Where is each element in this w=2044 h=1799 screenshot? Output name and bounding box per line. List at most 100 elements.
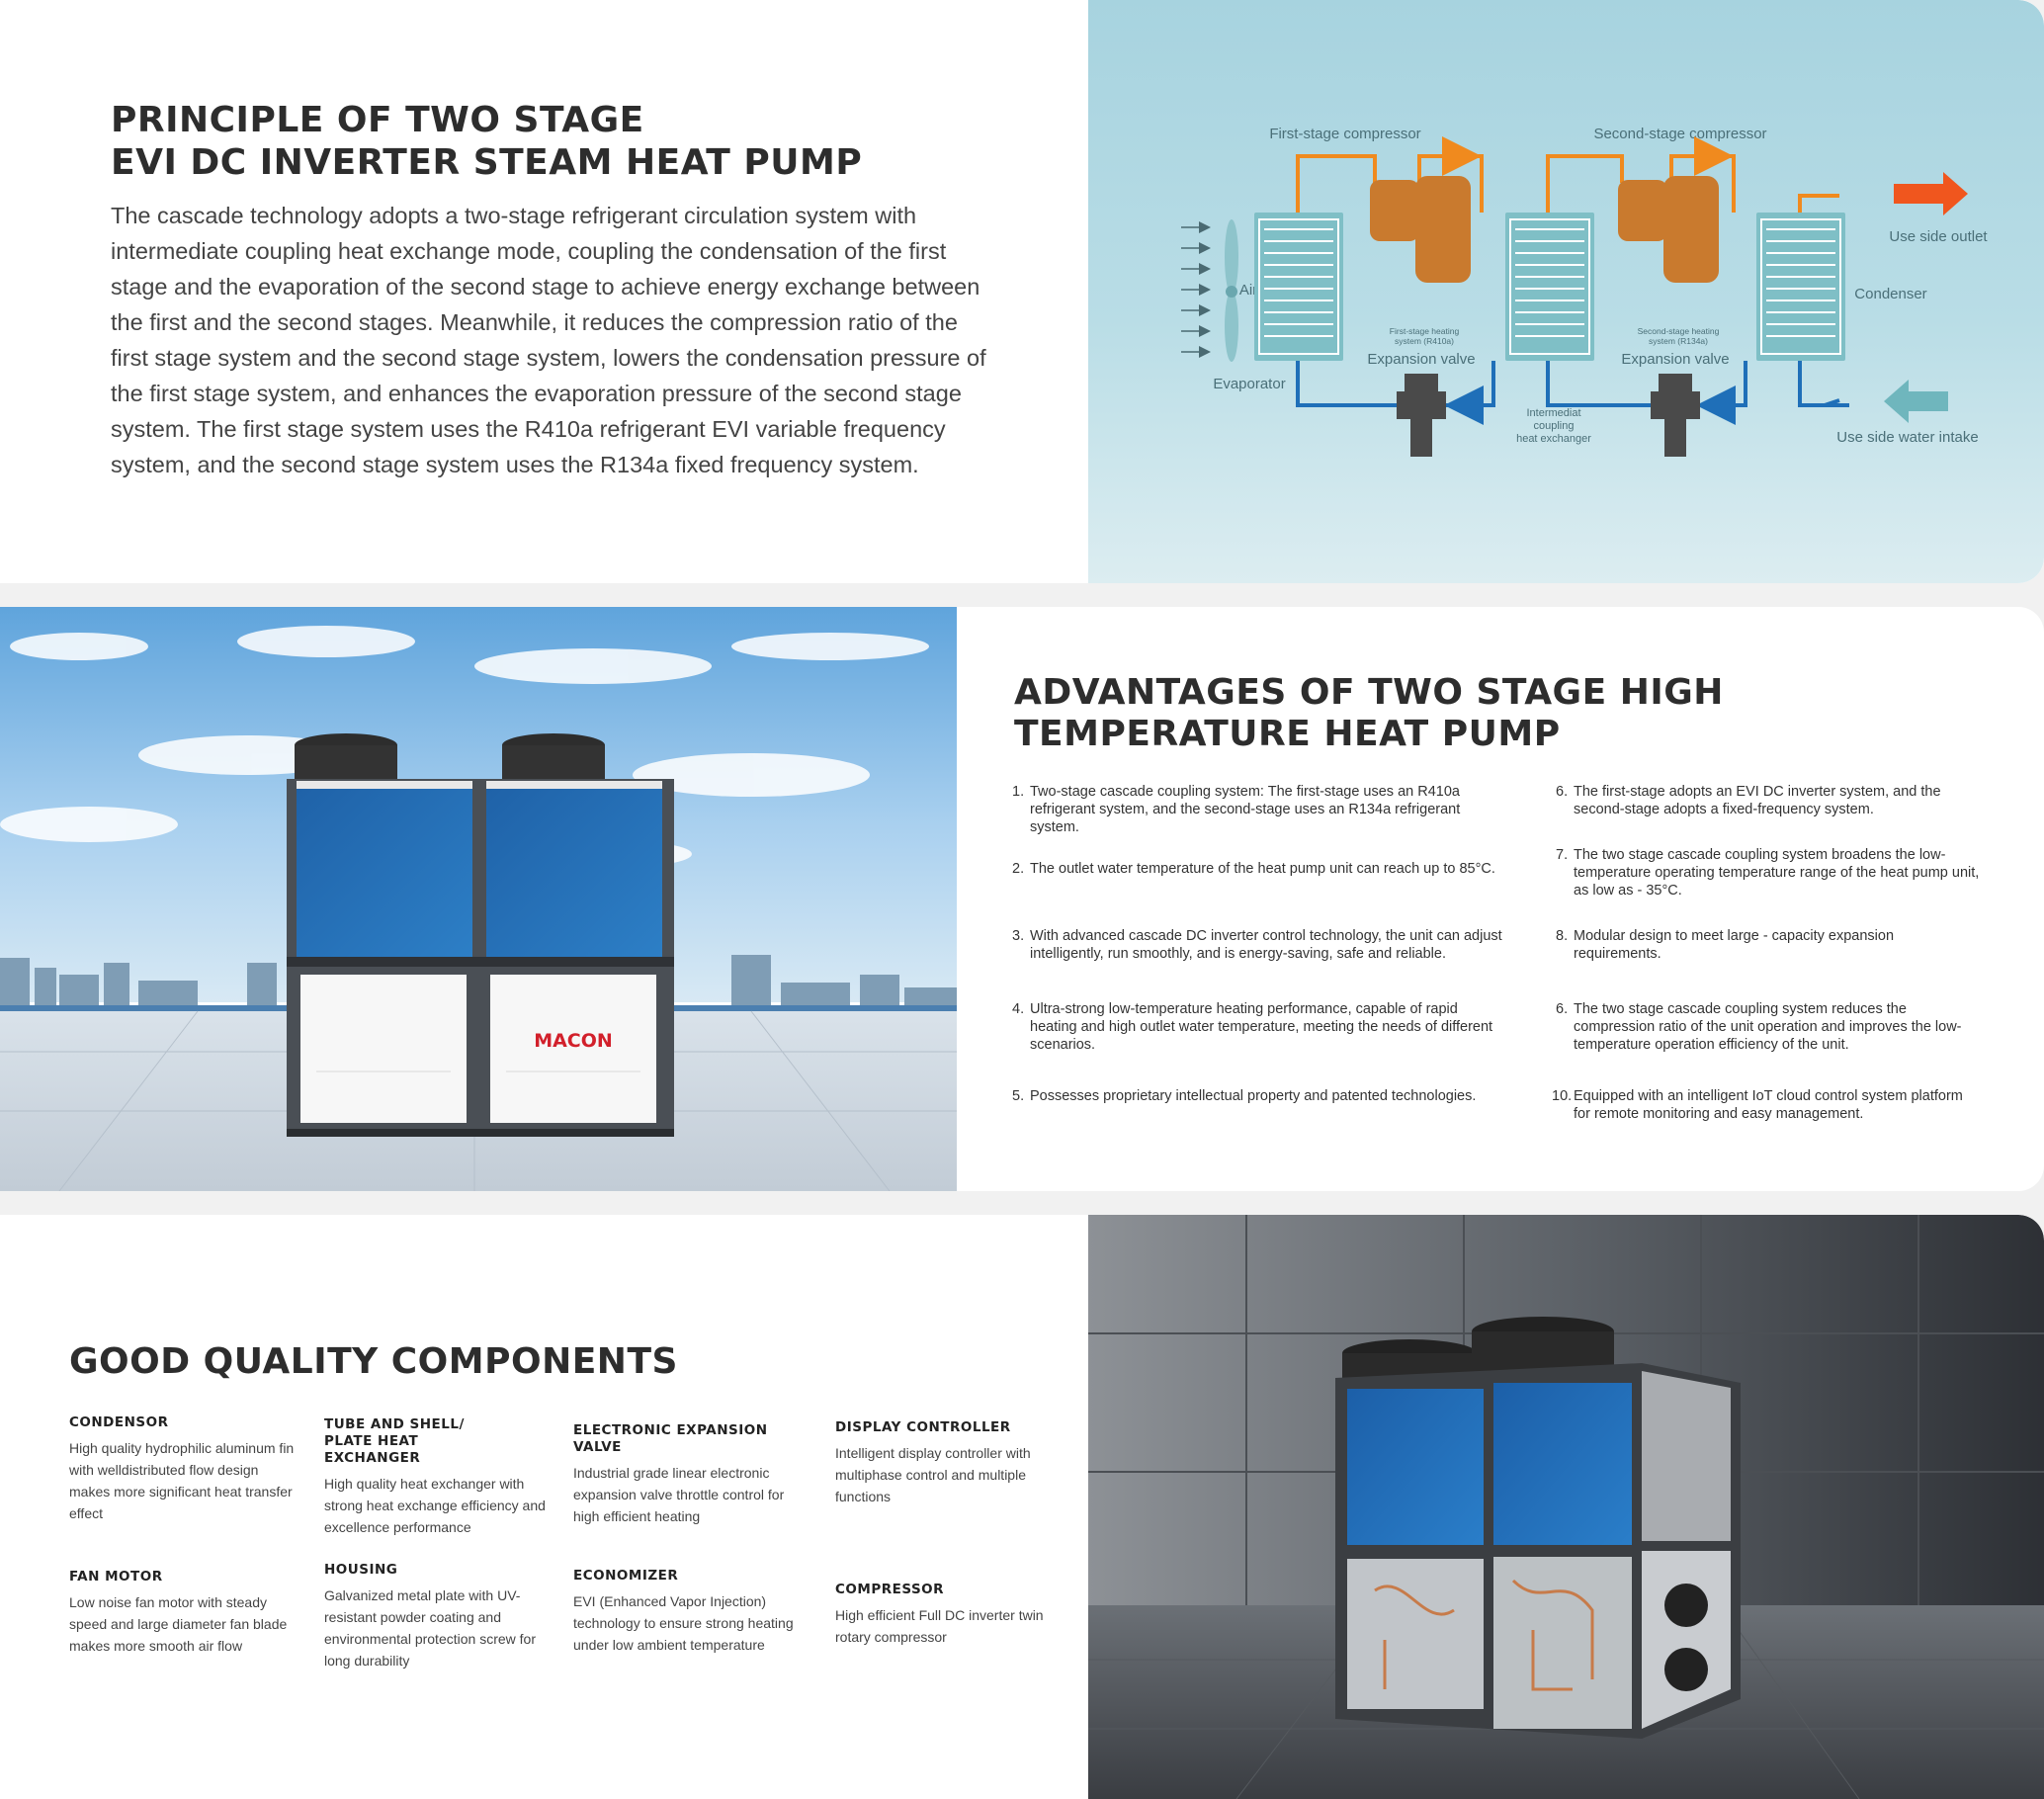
- advantage-item: 6. The first-stage adopts an EVI DC inve…: [1556, 783, 1981, 818]
- advantage-item: 5. Possesses proprietary intellectual pr…: [1012, 1087, 1526, 1105]
- component-condensor: CONDENSOR High quality hydrophilic alumi…: [69, 1414, 301, 1524]
- component-text: Galvanized metal plate with UV-resistant…: [324, 1587, 536, 1669]
- evaporator-label: Evaporator: [1213, 376, 1285, 392]
- expansion-valve-2-icon: [1651, 374, 1700, 457]
- cascade-diagram-svg: First-stage compressor Second-stage comp…: [1181, 126, 1988, 457]
- principle-description: The cascade technology adopts a two-stag…: [111, 203, 986, 477]
- component-heading: ECONOMIZER: [573, 1568, 679, 1584]
- advantage-text: Modular design to meet large - capacity …: [1574, 928, 1895, 962]
- principle-title-line2: EVI DC INVERTER STEAM HEAT PUMP: [111, 142, 863, 183]
- component-heading: ELECTRONIC EXPANSION VALVE: [573, 1422, 768, 1455]
- intermediate-coil: [1505, 213, 1594, 361]
- advantages-title-line2: TEMPERATURE HEAT PUMP: [1014, 714, 1561, 754]
- advantage-number: 6.: [1556, 1001, 1569, 1017]
- component-display-controller: DISPLAY CONTROLLER Intelligent display c…: [835, 1419, 1067, 1507]
- rooftop-photo-svg: MACON: [0, 607, 957, 1191]
- advantage-text: With advanced cascade DC inverter contro…: [1030, 928, 1502, 962]
- principle-section: PRINCIPLE OF TWO STAGE EVI DC INVERTER S…: [0, 0, 2044, 583]
- air-arrows: [1181, 221, 1211, 358]
- macon-logo: MACON: [534, 1030, 613, 1052]
- cold-pipes: [1296, 361, 1849, 407]
- cascade-diagram: First-stage compressor Second-stage comp…: [1088, 0, 2044, 583]
- first-compressor-icon: [1370, 176, 1471, 283]
- component-expansion-valve: ELECTRONIC EXPANSION VALVE Industrial gr…: [573, 1422, 806, 1527]
- component-text: EVI (Enhanced Vapor Injection) technolog…: [573, 1593, 794, 1653]
- clouds: [0, 626, 929, 868]
- component-text: Low noise fan motor with steady speed an…: [69, 1594, 288, 1654]
- component-text: High quality hydrophilic aluminum fin wi…: [69, 1440, 295, 1521]
- hot-pipes: [1296, 136, 1839, 213]
- intermediate-label-1: Intermediat: [1526, 407, 1580, 419]
- heat-pump-unit-open-illustration: [1335, 1317, 1741, 1739]
- advantage-item: 8. Modular design to meet large - capaci…: [1556, 927, 1981, 963]
- advantage-text: The outlet water temperature of the heat…: [1030, 861, 1495, 877]
- component-fan-motor: FAN MOTOR Low noise fan motor with stead…: [69, 1569, 301, 1657]
- copper-pipes: [1374, 1579, 1594, 1691]
- advantage-text: Two-stage cascade coupling system: The f…: [1030, 784, 1461, 835]
- advantage-number: 10.: [1552, 1088, 1573, 1104]
- outlet-arrow-icon: [1894, 172, 1968, 215]
- component-economizer: ECONOMIZER EVI (Enhanced Vapor Injection…: [573, 1568, 806, 1656]
- advantage-text: Possesses proprietary intellectual prope…: [1030, 1088, 1477, 1104]
- use-side-outlet-label: Use side outlet: [1889, 228, 1988, 245]
- advantages-title-line1: ADVANTAGES OF TWO STAGE HIGH: [1014, 672, 1724, 713]
- advantage-number: 2.: [1012, 861, 1025, 877]
- condenser-coil: [1756, 213, 1845, 361]
- use-side-intake-label: Use side water intake: [1836, 429, 1978, 446]
- intermediate-label-3: heat exchanger: [1516, 433, 1591, 445]
- expansion-valve-1-icon: [1397, 374, 1446, 457]
- principle-title: PRINCIPLE OF TWO STAGE EVI DC INVERTER S…: [111, 99, 862, 184]
- advantage-number: 7.: [1556, 847, 1569, 863]
- components-title: GOOD QUALITY COMPONENTS: [69, 1341, 678, 1382]
- evaporator-coil: [1254, 213, 1343, 361]
- advantage-number: 3.: [1012, 928, 1025, 944]
- advantage-item: 7. The two stage cascade coupling system…: [1556, 846, 1981, 900]
- fan-icon: [1225, 219, 1238, 362]
- advantage-number: 4.: [1012, 1001, 1025, 1017]
- second-compressor-label: Second-stage compressor: [1593, 126, 1766, 142]
- advantage-item: 6. The two stage cascade coupling system…: [1556, 1000, 1981, 1054]
- air-label: Air: [1239, 282, 1257, 299]
- advantage-text: Equipped with an intelligent IoT cloud c…: [1574, 1088, 1963, 1122]
- heat-pump-unit-illustration: [287, 733, 674, 1137]
- advantages-title: ADVANTAGES OF TWO STAGE HIGH TEMPERATURE…: [1014, 672, 1724, 755]
- component-housing: HOUSING Galvanized metal plate with UV-r…: [324, 1562, 556, 1671]
- advantage-number: 5.: [1012, 1088, 1025, 1104]
- advantage-number: 8.: [1556, 928, 1569, 944]
- advantage-text: The first-stage adopts an EVI DC inverte…: [1574, 784, 1941, 817]
- interior-product-photo: [1088, 1215, 2044, 1799]
- advantage-text: The two stage cascade coupling system br…: [1574, 847, 1980, 899]
- component-heading: DISPLAY CONTROLLER: [835, 1419, 1011, 1435]
- component-text: High quality heat exchanger with strong …: [324, 1476, 546, 1535]
- interior-photo-svg: [1088, 1215, 2044, 1799]
- second-compressor-icon: [1618, 176, 1719, 283]
- first-system-label-2: system (R410a): [1395, 336, 1454, 346]
- intermediate-label-2: coupling: [1534, 420, 1575, 432]
- advantage-item: 3. With advanced cascade DC inverter con…: [1012, 927, 1506, 963]
- advantage-item: 2. The outlet water temperature of the h…: [1012, 860, 1506, 878]
- second-system-label-2: system (R134a): [1649, 336, 1708, 346]
- components-section: GOOD QUALITY COMPONENTS CONDENSOR High q…: [0, 1215, 2044, 1799]
- advantage-item: 1. Two-stage cascade coupling system: Th…: [1012, 783, 1506, 836]
- advantage-number: 1.: [1012, 784, 1025, 800]
- advantage-item: 4. Ultra-strong low-temperature heating …: [1012, 1000, 1506, 1054]
- advantage-text: The two stage cascade coupling system re…: [1574, 1001, 1962, 1053]
- component-heading: CONDENSOR: [69, 1414, 169, 1430]
- component-heat-exchanger: TUBE AND SHELL/ PLATE HEAT EXCHANGER Hig…: [324, 1416, 556, 1538]
- component-heading: TUBE AND SHELL/ PLATE HEAT EXCHANGER: [324, 1416, 465, 1466]
- advantage-number: 6.: [1556, 784, 1569, 800]
- condenser-label: Condenser: [1854, 286, 1926, 302]
- skyline: [0, 955, 957, 1007]
- second-system-label-1: Second-stage heating: [1638, 326, 1720, 336]
- intake-arrow-icon: [1884, 380, 1948, 423]
- rooftop-product-photo: MACON: [0, 607, 957, 1191]
- component-text: Intelligent display controller with mult…: [835, 1445, 1031, 1504]
- advantage-text: Ultra-strong low-temperature heating per…: [1030, 1001, 1493, 1053]
- component-text: Industrial grade linear electronic expan…: [573, 1465, 785, 1524]
- expansion-valve-1-label: Expansion valve: [1367, 351, 1475, 368]
- component-text: High efficient Full DC inverter twin rot…: [835, 1607, 1044, 1645]
- expansion-valve-2-label: Expansion valve: [1621, 351, 1729, 368]
- first-compressor-label: First-stage compressor: [1269, 126, 1420, 142]
- advantages-section: MACON ADVANTAGES OF TWO STAGE HIGH TEMPE…: [0, 607, 2044, 1191]
- principle-title-line1: PRINCIPLE OF TWO STAGE: [111, 100, 644, 140]
